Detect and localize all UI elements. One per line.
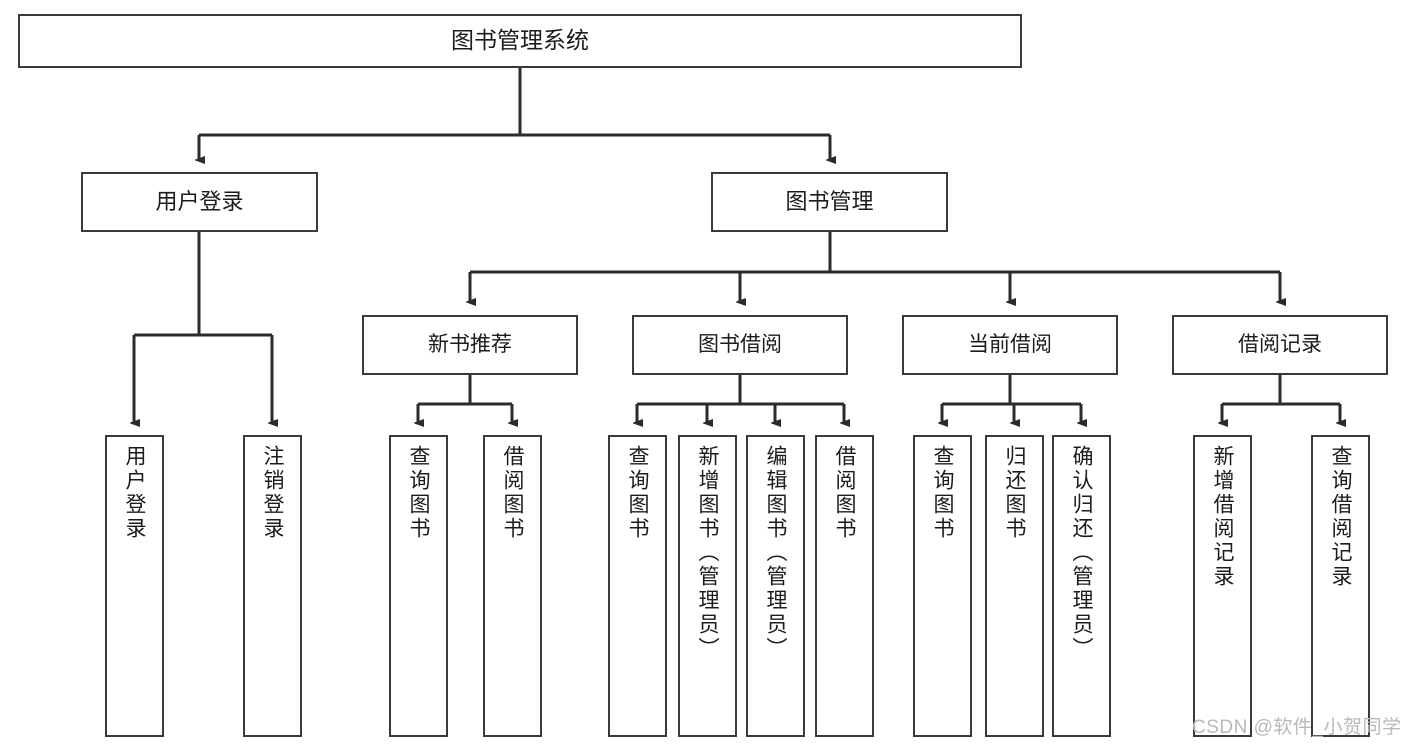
watermark: CSDN @软件_小贺同学 [1192,717,1402,738]
leaf-edit-book-admin[interactable]: 编辑图书（管理员） [746,435,805,737]
node-new-book-recommend-label: 新书推荐 [428,333,512,357]
node-root-label: 图书管理系统 [451,27,589,54]
leaf-add-borrow-record-label: 新增借阅记录 [1211,445,1234,589]
leaf-query-book-borrow-label: 查询图书 [626,445,649,541]
leaf-confirm-return-admin[interactable]: 确认归还（管理员） [1052,435,1111,737]
leaf-borrow-book-label: 借阅图书 [833,445,856,541]
leaf-logout-label: 注销登录 [261,445,284,541]
node-book-borrow[interactable]: 图书借阅 [632,315,848,375]
leaf-borrow-book-recommend[interactable]: 借阅图书 [483,435,542,737]
node-new-book-recommend[interactable]: 新书推荐 [362,315,578,375]
leaf-edit-book-admin-label: 编辑图书（管理员） [764,445,787,661]
leaf-query-book-current[interactable]: 查询图书 [913,435,972,737]
node-borrow-record[interactable]: 借阅记录 [1172,315,1388,375]
leaf-query-borrow-record-label: 查询借阅记录 [1329,445,1352,589]
leaf-user-login[interactable]: 用户登录 [105,435,164,737]
leaf-confirm-return-admin-label: 确认归还（管理员） [1070,445,1093,661]
leaf-add-book-admin[interactable]: 新增图书（管理员） [678,435,737,737]
leaf-query-book-recommend-label: 查询图书 [407,445,430,541]
leaf-query-borrow-record[interactable]: 查询借阅记录 [1311,435,1370,737]
leaf-query-book-current-label: 查询图书 [931,445,954,541]
leaf-add-borrow-record[interactable]: 新增借阅记录 [1193,435,1252,737]
node-user-login[interactable]: 用户登录 [81,172,318,232]
node-book-management[interactable]: 图书管理 [711,172,948,232]
node-current-borrow[interactable]: 当前借阅 [902,315,1118,375]
leaf-return-book-label: 归还图书 [1003,445,1026,541]
node-root[interactable]: 图书管理系统 [18,14,1022,68]
leaf-user-login-label: 用户登录 [123,445,146,541]
node-book-borrow-label: 图书借阅 [698,333,782,357]
leaf-query-book-borrow[interactable]: 查询图书 [608,435,667,737]
node-borrow-record-label: 借阅记录 [1238,333,1322,357]
leaf-query-book-recommend[interactable]: 查询图书 [389,435,448,737]
leaf-add-book-admin-label: 新增图书（管理员） [696,445,719,661]
node-user-login-label: 用户登录 [155,188,244,214]
node-current-borrow-label: 当前借阅 [968,333,1052,357]
leaf-logout[interactable]: 注销登录 [243,435,302,737]
node-book-management-label: 图书管理 [785,188,874,214]
leaf-borrow-book-recommend-label: 借阅图书 [501,445,524,541]
leaf-return-book[interactable]: 归还图书 [985,435,1044,737]
leaf-borrow-book[interactable]: 借阅图书 [815,435,874,737]
